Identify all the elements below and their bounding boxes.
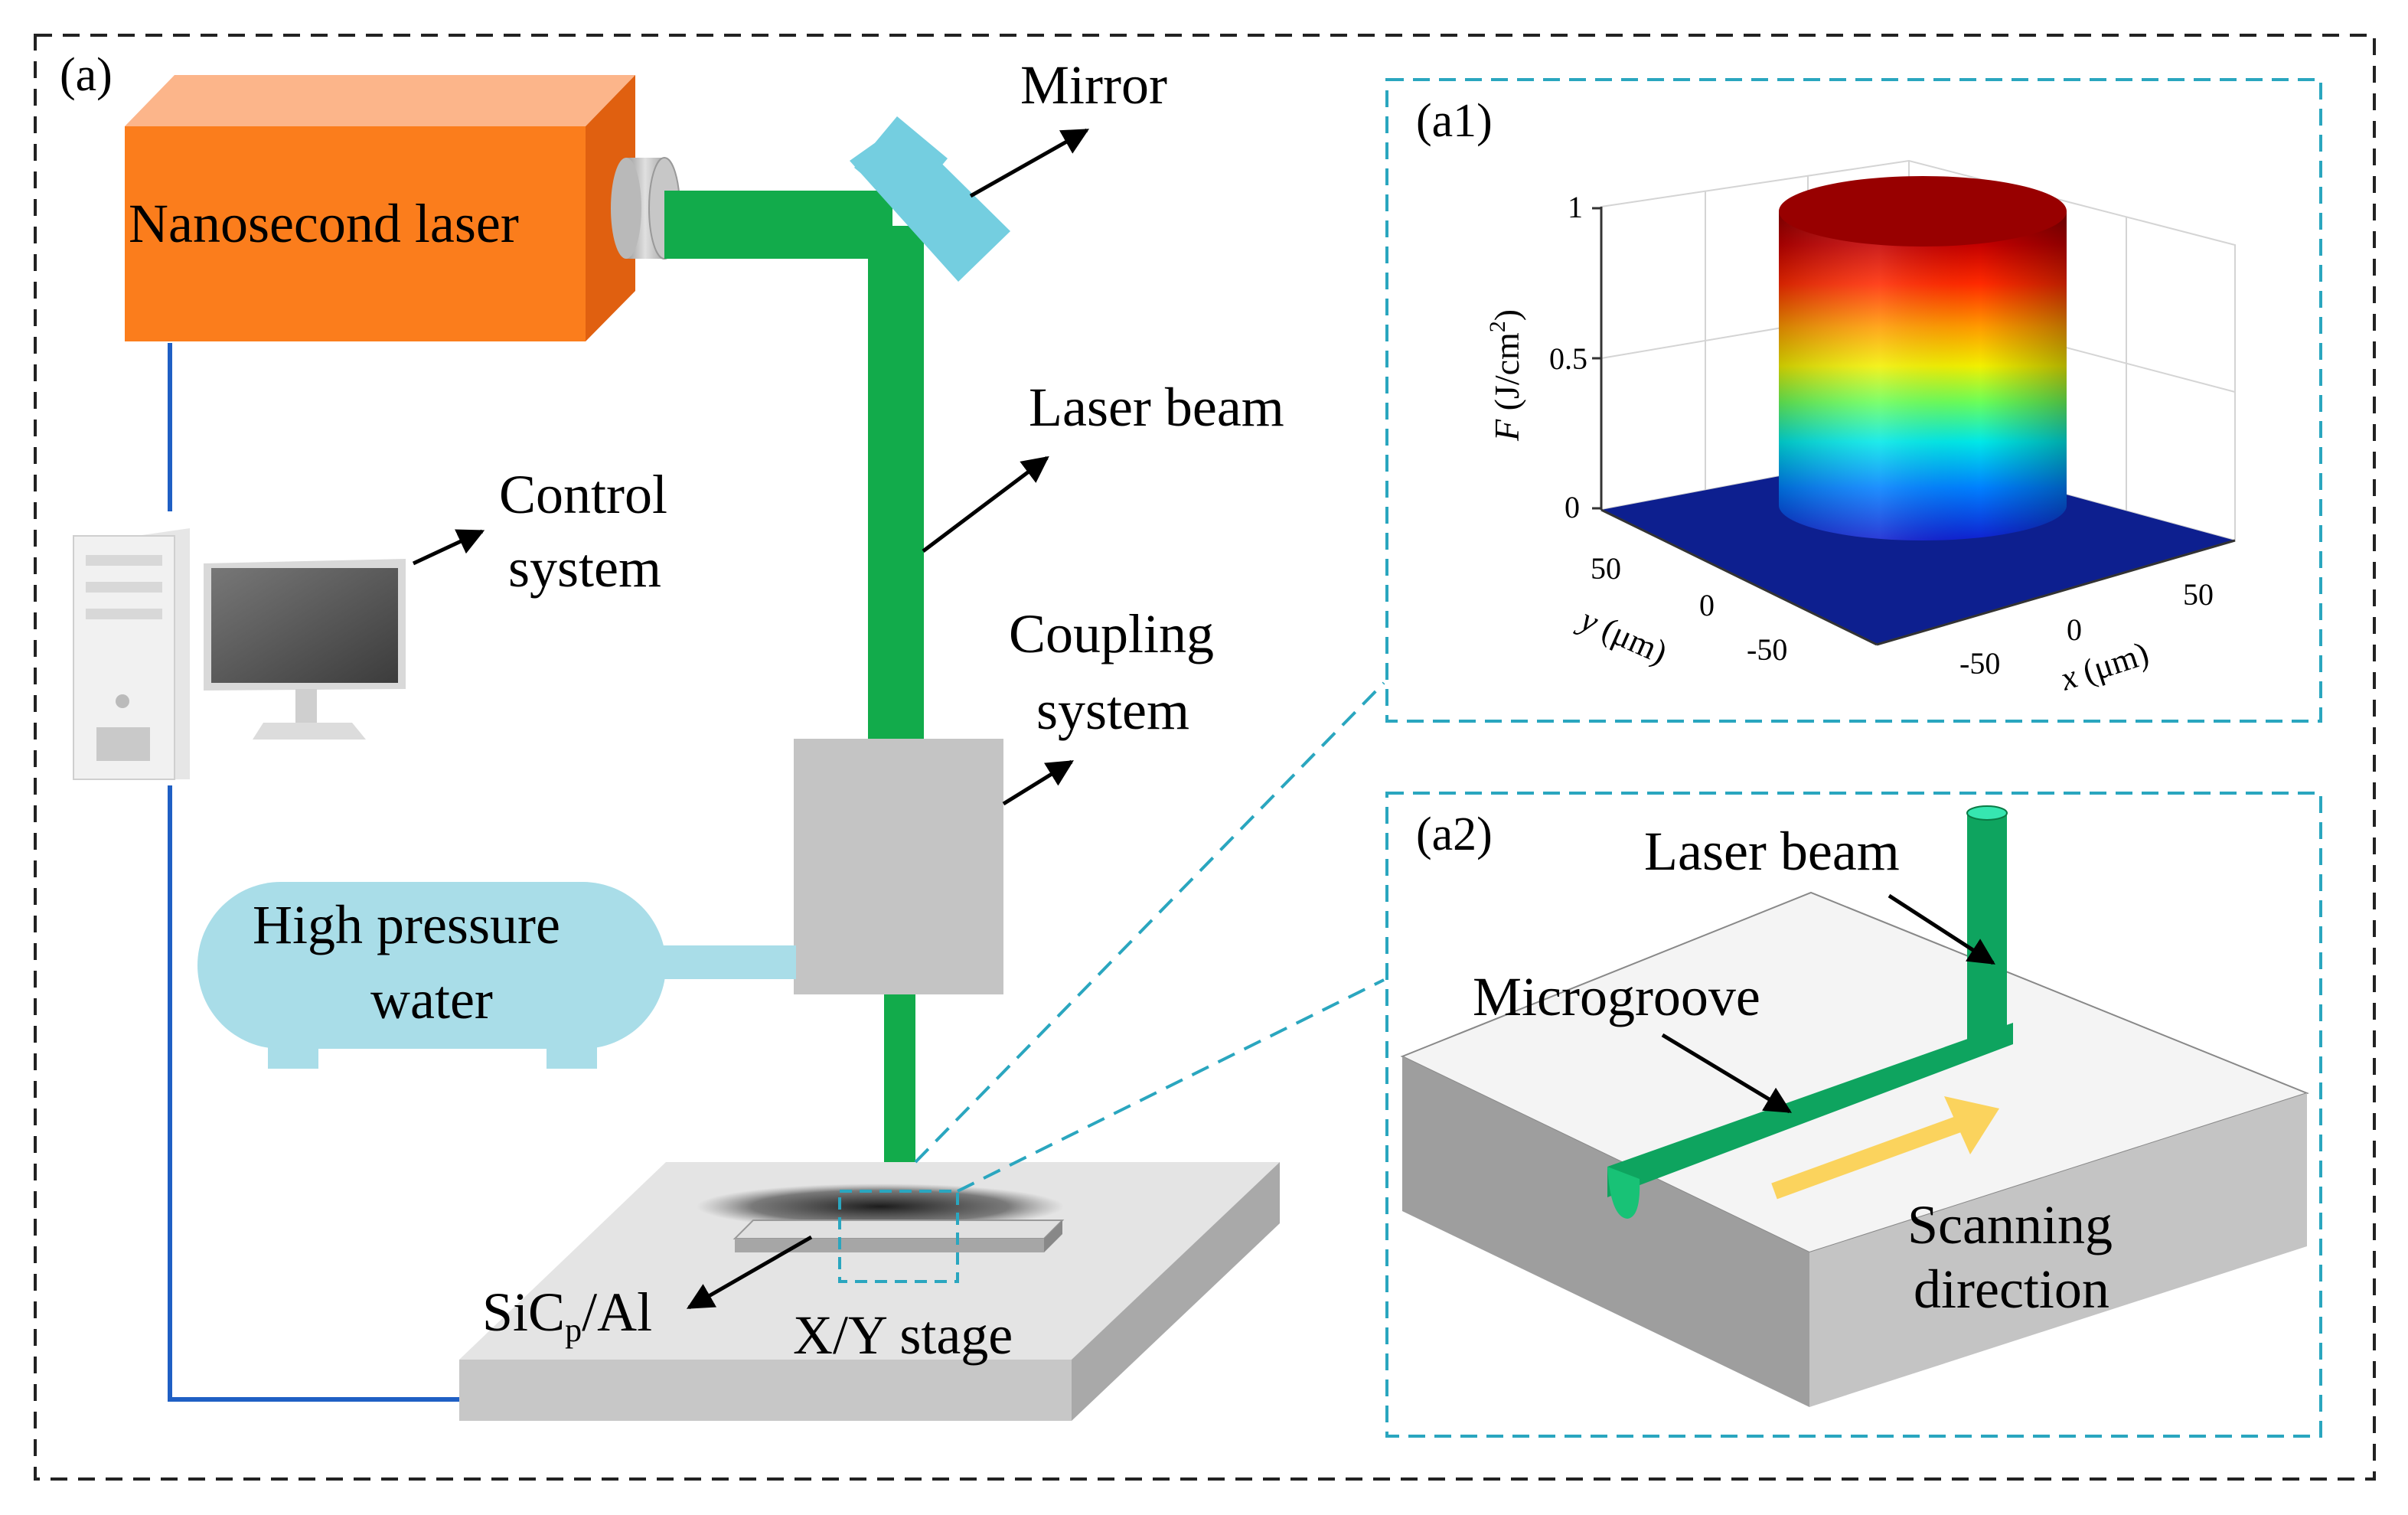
control-label-line1: Control — [499, 464, 667, 525]
laser-beam-vertical-upper — [868, 226, 924, 739]
laser-beam-label: Laser beam — [1029, 377, 1284, 438]
panel-label-a1: (a1) — [1416, 95, 1493, 147]
scanning-arrow — [1771, 1115, 1963, 1200]
panel-a1-frame — [1385, 78, 2322, 723]
y-tick-0: 0 — [1699, 588, 1715, 622]
z-tick-1: 1 — [1568, 190, 1583, 224]
connector-a1 — [914, 681, 1385, 1164]
x-tick-neg50: -50 — [1959, 646, 2000, 681]
connector-a2 — [957, 978, 1385, 1193]
water-label-line2: water — [370, 969, 493, 1030]
monitor-screen — [211, 568, 398, 683]
xy-stage — [459, 1162, 1280, 1421]
z-tick-0: 0 — [1565, 490, 1580, 524]
scanning-label-line2: direction — [1914, 1259, 2109, 1320]
focus-dashed-box — [838, 1190, 959, 1283]
panel-a2-frame — [1385, 792, 2322, 1438]
coupling-system — [794, 739, 1003, 994]
a2-laser-beam-arrow — [1888, 893, 1995, 965]
control-label-line2: system — [508, 537, 661, 599]
water-label-line1: High pressure — [253, 894, 560, 955]
y-tick-neg50: -50 — [1747, 632, 1787, 667]
sic-arrow — [686, 1235, 813, 1310]
a2-laser-beam-label: Laser beam — [1644, 821, 1900, 882]
mirror-arrow — [969, 128, 1090, 198]
coupling-arrow — [1002, 759, 1074, 806]
nanosecond-laser: Nanosecond laser — [125, 75, 635, 341]
scanning-label-line1: Scanning — [1907, 1194, 2113, 1255]
microgroove-label: Microgroove — [1473, 966, 1760, 1027]
laser-beam-arrow — [922, 455, 1049, 553]
coupling-label-line1: Coupling — [1009, 603, 1214, 664]
mirror-label: Mirror — [1020, 54, 1167, 116]
cylinder-top — [1779, 176, 2067, 247]
computer — [73, 528, 406, 780]
stage-label: X/Y stage — [793, 1304, 1013, 1366]
x-tick-0: 0 — [2067, 612, 2082, 647]
y-axis-label: y (μm) — [1572, 599, 1672, 671]
control-arrow — [412, 529, 485, 566]
microgroove-arrow — [1661, 1033, 1792, 1114]
a2-laser-beam — [1967, 813, 2007, 1043]
sic-label: SiCp/Al — [482, 1282, 652, 1349]
workpiece-shadow — [697, 1184, 1064, 1229]
microgroove-block — [1400, 805, 2309, 1407]
microgroove — [1607, 1023, 2013, 1197]
laser-beam-horizontal — [664, 191, 892, 259]
control-wire-lower — [168, 785, 459, 1402]
fluence-plot — [1592, 159, 2236, 646]
sic-al-workpiece — [733, 1220, 1065, 1239]
water-tank: High pressure water — [197, 882, 796, 1069]
z-axis-label: F (J/cm2) — [1485, 309, 1526, 442]
panel-label-a: (a) — [60, 49, 113, 101]
z-tick-05: 0.5 — [1549, 341, 1587, 376]
outer-frame — [34, 34, 2376, 1481]
y-tick-50: 50 — [1591, 551, 1621, 586]
laser-label: Nanosecond laser — [129, 193, 519, 254]
x-tick-50: 50 — [2183, 577, 2214, 612]
coupling-label-line2: system — [1036, 680, 1189, 741]
panel-label-a2: (a2) — [1416, 808, 1493, 860]
plot-floor — [1601, 452, 2235, 645]
